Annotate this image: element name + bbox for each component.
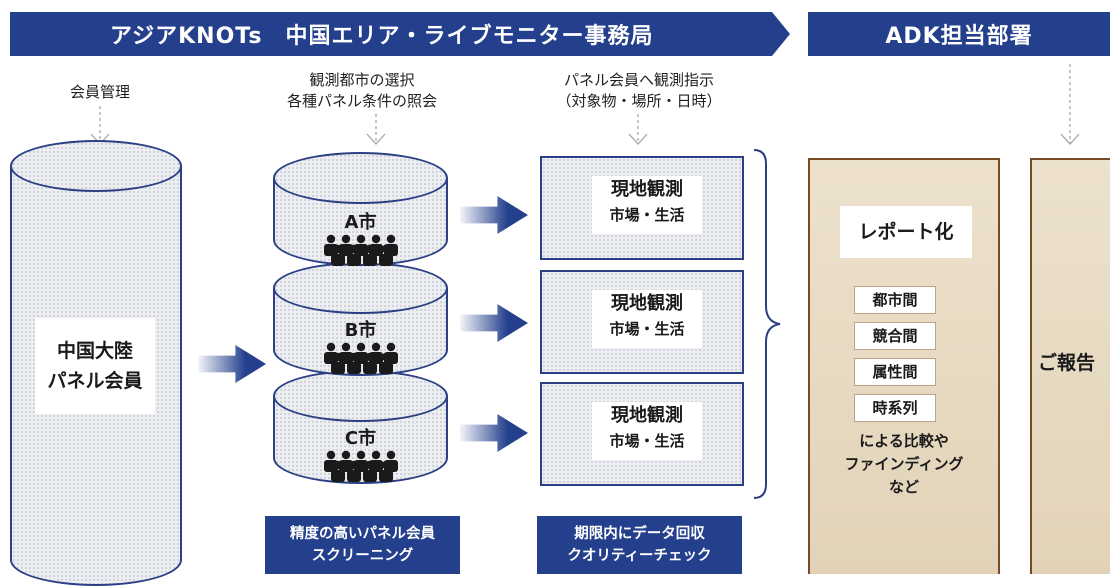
header-banner-main: アジアKNOTs 中国エリア・ライブモニター事務局 xyxy=(10,12,790,56)
report-item: 時系列 xyxy=(854,394,936,422)
people-icon xyxy=(321,234,401,266)
delivery-panel: ご報告 xyxy=(1030,158,1110,574)
data-collection-label: 期限内にデータ回収 クオリティーチェック xyxy=(537,516,742,574)
screening-line2: スクリーニング xyxy=(311,548,414,564)
dashed-down-arrows xyxy=(90,64,1080,145)
header-main-title: アジアKNOTs 中国エリア・ライブモニター事務局 xyxy=(110,24,654,49)
observation-box: 現地観測 市場・生活 xyxy=(540,270,744,374)
step-label-city-selection: 観測都市の選択 各種パネル条件の照会 xyxy=(262,70,462,112)
city-disk-c: C市 xyxy=(273,370,448,490)
report-note-line2: ファインディング xyxy=(844,455,964,473)
observation-subtitle: 市場・生活 xyxy=(609,206,685,224)
city-label: A市 xyxy=(344,212,377,233)
observation-title: 現地観測 xyxy=(611,405,683,426)
collect-line2: クオリティーチェック xyxy=(567,548,712,564)
panel-pool-cylinder: 中国大陸 パネル会員 xyxy=(10,140,182,586)
step-label-member-management: 会員管理 xyxy=(69,83,130,101)
panel-pool-label: 中国大陸 パネル会員 xyxy=(35,318,155,414)
report-panel: レポート化 都市間 競合間 属性間 時系列 による比較や ファインディング など xyxy=(808,158,1000,574)
city-label: C市 xyxy=(344,428,377,449)
step2-line1: 観測都市の選択 xyxy=(309,71,415,89)
report-item: 属性間 xyxy=(854,358,936,386)
city-disk-b: B市 xyxy=(273,262,448,392)
city-disk-a: A市 xyxy=(273,152,448,282)
step3-line2: （対象物・場所・日時） xyxy=(556,92,722,110)
observation-subtitle: 市場・生活 xyxy=(609,432,685,450)
observation-title: 現地観測 xyxy=(611,293,683,314)
step2-line2: 各種パネル条件の照会 xyxy=(286,92,437,110)
panel-pool-line1: 中国大陸 xyxy=(56,340,133,362)
delivery-label: ご報告 xyxy=(1038,352,1096,374)
people-icon xyxy=(321,450,401,482)
observation-title: 現地観測 xyxy=(611,179,683,200)
people-icon xyxy=(321,342,401,374)
observation-label: 現地観測 市場・生活 xyxy=(592,176,702,234)
observation-subtitle: 市場・生活 xyxy=(609,320,685,338)
city-label: B市 xyxy=(344,320,377,341)
header-right-title: ADK担当部署 xyxy=(885,24,1033,49)
cylinder-top xyxy=(10,140,182,192)
observation-box: 現地観測 市場・生活 xyxy=(540,382,744,486)
screening-line1: 精度の高いパネル会員 xyxy=(290,526,435,542)
collect-line1: 期限内にデータ回収 xyxy=(574,526,705,542)
arrow-pool-to-cities xyxy=(198,345,266,383)
report-item: 都市間 xyxy=(854,286,936,314)
report-note-line1: による比較や xyxy=(859,432,949,450)
step3-line1: パネル会員へ観測指示 xyxy=(563,71,714,89)
report-title: レポート化 xyxy=(840,206,972,258)
report-note: による比較や ファインディング など xyxy=(810,430,998,499)
disk-top xyxy=(273,152,448,204)
observation-label: 現地観測 市場・生活 xyxy=(592,402,702,460)
disk-top xyxy=(273,262,448,314)
arrow-city-c-to-observation xyxy=(460,414,528,452)
screening-label: 精度の高いパネル会員 スクリーニング xyxy=(265,516,460,574)
panel-pool-line2: パネル会員 xyxy=(47,370,143,392)
observation-box: 現地観測 市場・生活 xyxy=(540,156,744,260)
right-brace xyxy=(753,149,781,499)
report-note-line3: など xyxy=(888,478,919,496)
header-banner-right: ADK担当部署 xyxy=(808,12,1110,56)
disk-top xyxy=(273,370,448,422)
step-label-observation-instruction: パネル会員へ観測指示 （対象物・場所・日時） xyxy=(534,70,744,112)
observation-label: 現地観測 市場・生活 xyxy=(592,290,702,348)
arrow-city-a-to-observation xyxy=(460,196,528,234)
report-item: 競合間 xyxy=(854,322,936,350)
arrow-city-b-to-observation xyxy=(460,304,528,342)
